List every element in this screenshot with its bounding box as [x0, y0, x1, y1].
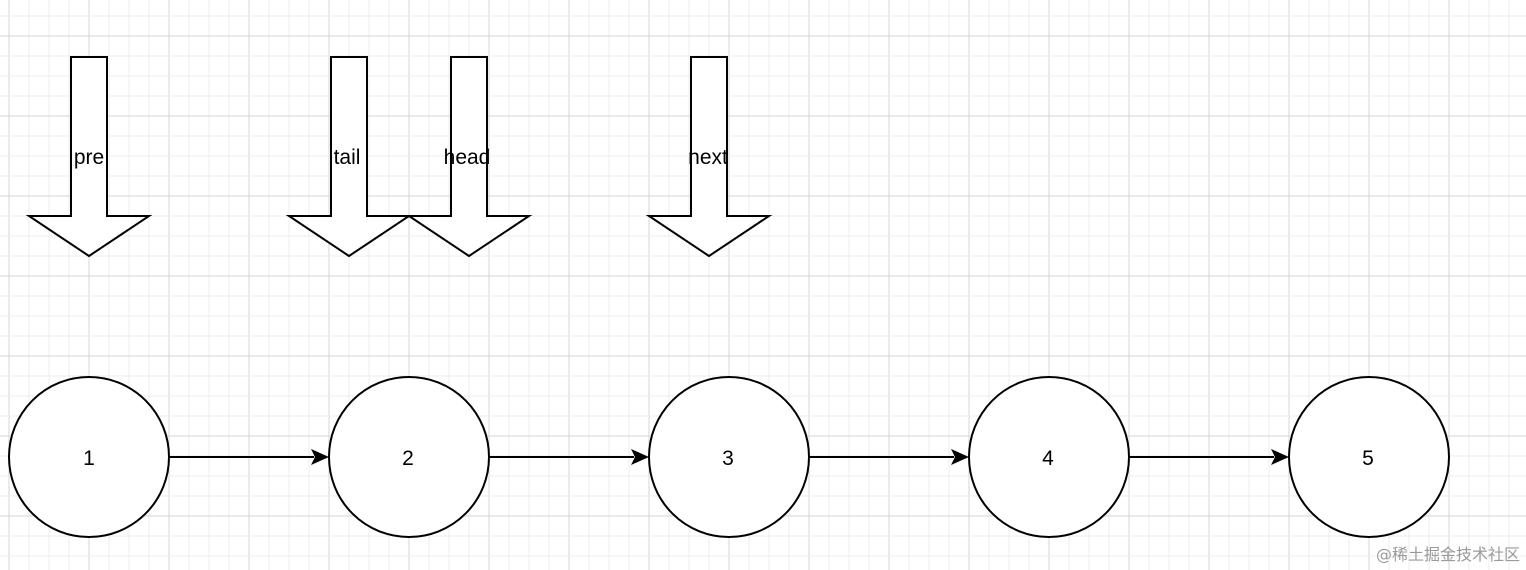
pointer-label-next: next [688, 146, 728, 169]
link-arrow-2-3 [489, 449, 649, 465]
arrowhead-icon [951, 449, 969, 465]
node-circle [968, 376, 1130, 538]
arrowhead-icon [1271, 449, 1289, 465]
node-label: 2 [402, 447, 414, 470]
pointer-arrow-tail[interactable]: tail [285, 56, 413, 258]
down-arrow-shape [285, 56, 413, 258]
list-node-2[interactable]: 2 [328, 376, 490, 538]
watermark-text: @稀土掘金技术社区 [1376, 545, 1520, 564]
pointer-arrow-head[interactable]: head [405, 56, 533, 258]
node-label: 5 [1362, 447, 1374, 470]
list-node-4[interactable]: 4 [968, 376, 1130, 538]
node-circle [328, 376, 490, 538]
link-arrow-3-4 [809, 449, 969, 465]
arrowhead-icon [631, 449, 649, 465]
arrowhead-icon [311, 449, 329, 465]
pointer-arrow-pre[interactable]: pre [25, 56, 153, 258]
node-label: 3 [722, 447, 734, 470]
down-arrow-shape [645, 56, 773, 258]
link-arrow-4-5 [1129, 449, 1289, 465]
node-circle [1288, 376, 1450, 538]
down-arrow-shape [405, 56, 533, 258]
pointer-label-tail: tail [334, 146, 361, 169]
pointer-label-head: head [444, 146, 491, 169]
down-arrow-shape [25, 56, 153, 258]
list-node-1[interactable]: 1 [8, 376, 170, 538]
list-node-5[interactable]: 5 [1288, 376, 1450, 538]
link-arrow-1-2 [169, 449, 329, 465]
node-label: 1 [83, 447, 95, 470]
node-label: 4 [1042, 447, 1054, 470]
list-node-3[interactable]: 3 [648, 376, 810, 538]
pointer-arrow-next[interactable]: next [645, 56, 773, 258]
pointer-label-pre: pre [74, 146, 104, 169]
node-circle [8, 376, 170, 538]
node-circle [648, 376, 810, 538]
